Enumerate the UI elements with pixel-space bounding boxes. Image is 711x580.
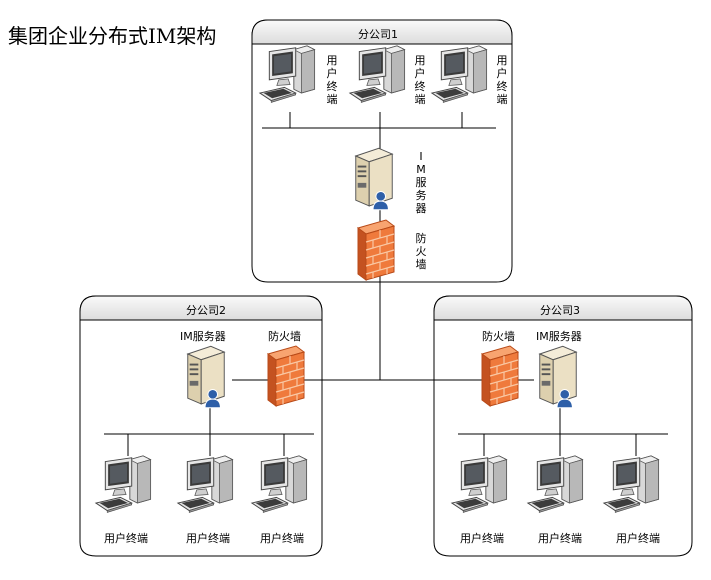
branch-3-firewall [481, 345, 519, 407]
branch-1-im-server [355, 147, 393, 211]
branch-1-firewall [357, 219, 395, 281]
branch-3-terminal-2-label: 用户终端 [538, 532, 582, 545]
branch-3-im-server [539, 345, 577, 409]
branch-3-terminal-1-label: 用户终端 [460, 532, 504, 545]
branch-1-terminal-2-label: 用户终端 [414, 54, 426, 106]
branch-2-title: 分公司2 [186, 304, 226, 317]
branch-1-terminal-1-label: 用户终端 [326, 54, 338, 106]
page-title: 集团企业分布式IM架构 [8, 24, 217, 48]
branch-2-im-server [187, 345, 225, 409]
branch-3-server-label: IM服务器 [536, 330, 582, 343]
branch-3-firewall-label: 防火墙 [482, 330, 515, 343]
branch-1-firewall-label: 防火墙 [415, 232, 427, 271]
branch-2-firewall-label: 防火墙 [268, 330, 301, 343]
branch-3-terminal-3-label: 用户终端 [616, 532, 660, 545]
branch-2-terminal-2-label: 用户终端 [186, 532, 230, 545]
branch-2-firewall [267, 345, 305, 407]
branch-2-terminal-1-label: 用户终端 [104, 532, 148, 545]
branch-3-title: 分公司3 [540, 304, 580, 317]
branch-2-server-label: IM服务器 [180, 330, 226, 343]
branch-1-terminal-3-label: 用户终端 [496, 54, 508, 106]
branch-1-title: 分公司1 [358, 28, 398, 41]
branch-2-terminal-3-label: 用户终端 [260, 532, 304, 545]
